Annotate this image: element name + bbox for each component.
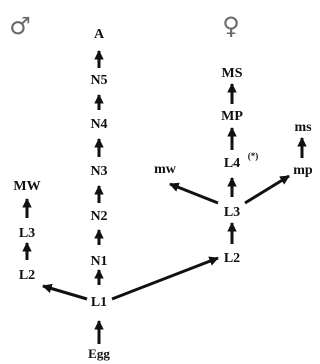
arrow-l3-mp-small [244, 174, 290, 205]
stage-egg: Egg [88, 346, 110, 361]
stage-n4: N4 [90, 117, 107, 132]
stage-l2-right: L2 [224, 251, 240, 266]
stage-n3: N3 [90, 164, 107, 179]
stage-l4: L4 [224, 156, 240, 171]
stage-l3-left: L3 [19, 226, 35, 241]
stage-n2: N2 [90, 209, 107, 224]
stage-mp: MP [221, 109, 243, 124]
arrows [22, 50, 307, 344]
stage-l2-left: L2 [19, 268, 35, 283]
stage-n5: N5 [90, 73, 107, 88]
stage-l1: L1 [91, 295, 107, 310]
stage-mw: MW [13, 179, 40, 194]
stage-l3-right: L3 [224, 205, 240, 220]
stage-adult: A [94, 27, 105, 42]
stage-n1: N1 [90, 254, 107, 269]
female-symbol: ♀ [222, 12, 240, 40]
stage-ms-small: ms [294, 120, 312, 135]
stage-ms: MS [222, 66, 243, 81]
stage-mp-small: mp [293, 163, 313, 178]
arrow-l1-l2-left [42, 283, 88, 301]
stage-l4-note: (*) [248, 151, 259, 161]
arrow-l1-l2-right [111, 256, 219, 301]
arrow-l3-mw-small [169, 182, 219, 205]
stage-mw-small: mw [154, 162, 177, 177]
male-symbol: ♂ [9, 12, 31, 40]
